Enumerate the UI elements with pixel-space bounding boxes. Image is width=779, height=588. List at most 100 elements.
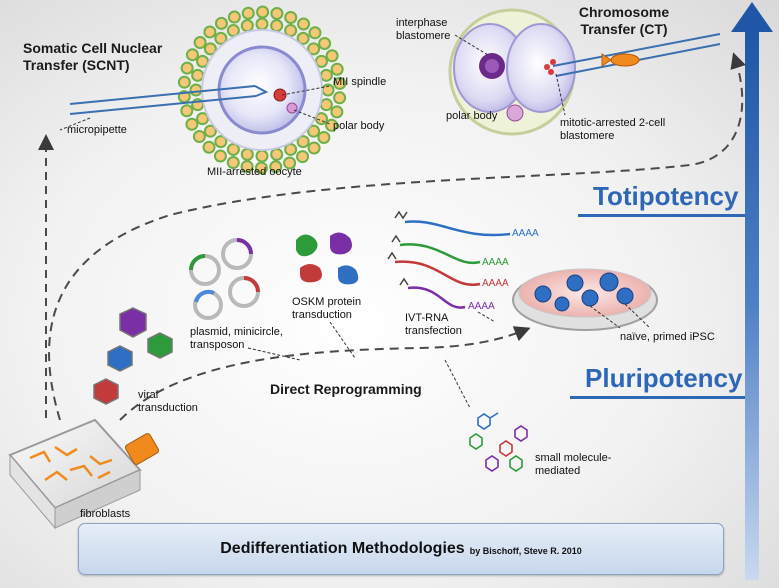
cumulus-cell <box>255 17 269 31</box>
leader-polar-body <box>293 109 331 125</box>
cumulus-cell <box>314 54 328 68</box>
cumulus-cell <box>307 42 321 56</box>
footer-title: Dedifferentiation Methodologies <box>220 540 465 557</box>
cumulus-cell <box>177 75 191 89</box>
label-mii-spindle: MII spindle <box>333 76 387 88</box>
plasmid-icon <box>189 238 260 320</box>
ct-title: Chromosome Transfer (CT) <box>578 4 670 37</box>
up-arrow-icon <box>731 2 773 580</box>
cumulus-cell <box>189 83 203 97</box>
small-molecule-icon <box>469 412 528 472</box>
leader-mitotic <box>555 73 566 116</box>
cumulus-cell <box>269 160 283 174</box>
cumulus-cell <box>283 156 297 170</box>
cumulus-cell <box>202 140 216 154</box>
two-cell-embryo-icon <box>448 8 721 136</box>
leader-plasmid <box>247 347 301 361</box>
cumulus-cell <box>284 10 298 24</box>
cumulus-cell <box>297 17 311 31</box>
cumulus-cell <box>319 98 333 112</box>
protein-icon <box>296 232 359 285</box>
label-mii-oocyte: MII-arrested oocyte <box>207 166 302 178</box>
cumulus-cell <box>256 5 270 19</box>
leader-ipsc-2 <box>624 303 651 329</box>
totipotency-line <box>578 214 745 217</box>
direct-reprogramming-label: Direct Reprogramming <box>270 381 422 397</box>
pathway-arrow-totipotency <box>48 52 746 421</box>
virus-icon <box>93 307 173 405</box>
cumulus-cell <box>226 142 240 156</box>
pathway-arrow-ipsc <box>119 326 531 421</box>
cumulus-cell <box>270 147 284 161</box>
cumulus-cell <box>196 112 210 126</box>
cumulus-cell <box>240 147 254 161</box>
cumulus-cell <box>240 19 254 33</box>
cumulus-cell <box>307 124 321 138</box>
leader-oskm <box>329 321 356 359</box>
label-interphase: interphase blastomere <box>396 17 451 42</box>
cumulus-cell <box>270 19 284 33</box>
label-ipsc: naïve, primed iPSC <box>620 331 715 343</box>
pluripotency-line <box>570 396 745 399</box>
cumulus-cell <box>255 149 269 163</box>
footer-banner: Dedifferentiation Methodologies by Bisch… <box>78 523 724 575</box>
cumulus-cell <box>203 124 217 138</box>
cumulus-cell <box>330 105 344 119</box>
cumulus-cell <box>193 36 207 50</box>
cumulus-cell <box>227 10 241 24</box>
cumulus-cell <box>333 91 347 105</box>
cumulus-cell <box>213 149 227 163</box>
leader-ivt <box>477 311 496 323</box>
cumulus-cell <box>317 130 331 144</box>
cumulus-cell <box>296 150 310 164</box>
pluripotency-label: Pluripotency <box>585 363 743 393</box>
leader-interphase <box>454 34 489 56</box>
cumulus-cell <box>241 6 255 20</box>
cumulus-cell <box>185 48 199 62</box>
totipotency-label: Totipotency <box>593 181 739 211</box>
cumulus-cell <box>226 24 240 38</box>
cumulus-cell <box>308 26 322 40</box>
mrna-icon <box>387 210 511 309</box>
leader-micropipette <box>59 117 91 131</box>
label-aaaa-green: AAAA <box>482 257 509 268</box>
leader-ipsc-1 <box>589 305 621 329</box>
cumulus-cell <box>325 118 339 132</box>
cumulus-cell <box>325 49 339 63</box>
label-plasmid: plasmid, minicircle, transposon <box>190 326 283 351</box>
fish-sperm-icon <box>601 53 640 67</box>
cumulus-cell <box>214 31 228 45</box>
cumulus-cell <box>203 25 217 39</box>
cumulus-cell <box>192 130 206 144</box>
cumulus-cell <box>180 104 194 118</box>
cumulus-cell <box>191 68 205 82</box>
cumulus-cell <box>180 61 194 75</box>
label-micropipette: micropipette <box>67 124 127 136</box>
label-aaaa-purple: AAAA <box>468 301 495 312</box>
scnt-oocyte-icon <box>69 5 347 175</box>
cumulus-cell <box>196 54 210 68</box>
cumulus-cell <box>318 36 332 50</box>
cumulus-cell <box>214 16 228 30</box>
cumulus-cell <box>185 117 199 131</box>
cumulus-cell <box>284 24 298 38</box>
label-viral: viral transduction <box>138 389 198 414</box>
cumulus-cell <box>270 6 284 20</box>
label-ivt: IVT-RNA transfection <box>405 312 462 337</box>
cumulus-cell <box>296 135 310 149</box>
label-polar-body-oocyte: polar body <box>333 120 385 132</box>
label-fibroblasts: fibroblasts <box>80 508 131 520</box>
petri-dish-icon <box>512 268 658 331</box>
leader-small-molecule <box>444 359 471 409</box>
scnt-title: Somatic Cell Nuclear Transfer (SCNT) <box>23 40 163 73</box>
cumulus-cell <box>254 161 268 175</box>
label-small-molecule: small molecule-mediated <box>535 452 612 477</box>
cumulus-cell <box>330 62 344 76</box>
cumulus-cell <box>296 31 310 45</box>
culture-flask-icon <box>8 418 160 530</box>
cumulus-cell <box>333 76 347 90</box>
label-oskm: OSKM protein transduction <box>292 296 362 321</box>
cumulus-cell <box>319 68 333 82</box>
